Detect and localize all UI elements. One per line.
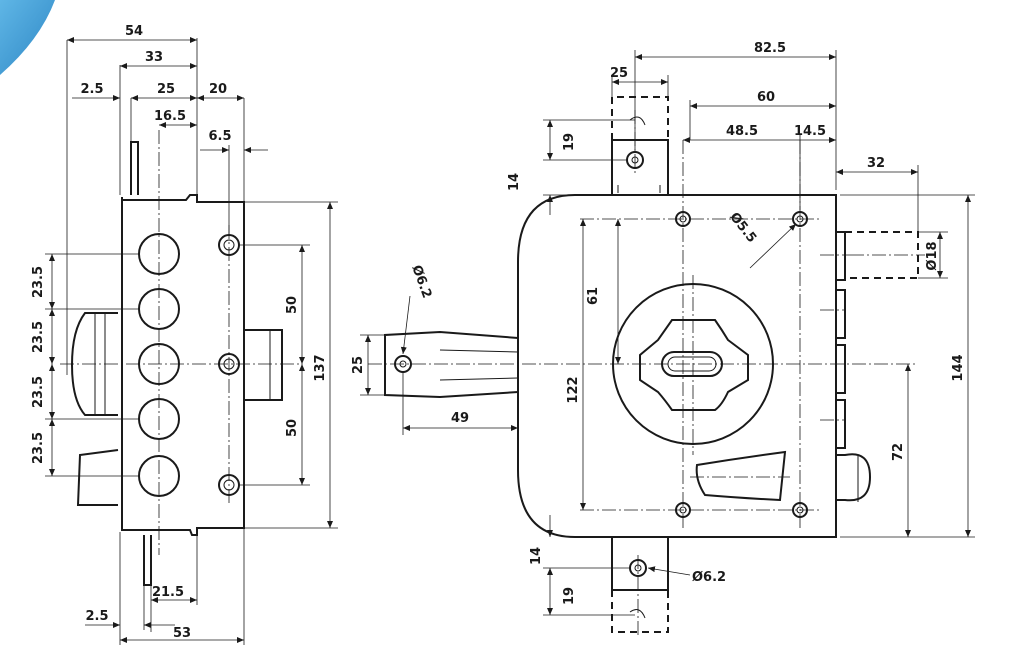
top-bolt-stem xyxy=(130,141,139,195)
dim-18: Ø18 xyxy=(925,241,940,270)
right-center-lines xyxy=(368,110,925,635)
leader-lines xyxy=(400,223,797,576)
dim-82-5: 82.5 xyxy=(754,41,786,56)
dim-48-5: 48.5 xyxy=(726,124,758,139)
dim-2-5-top: 2.5 xyxy=(80,82,103,97)
left-pitch-dimensions xyxy=(45,253,139,477)
dim-72: 72 xyxy=(891,443,906,461)
dim-14-top: 14 xyxy=(507,173,522,191)
dim-21-5: 21.5 xyxy=(152,585,184,600)
dim-49: 49 xyxy=(451,411,469,426)
dim-14-5: 14.5 xyxy=(794,124,826,139)
dim-23-5-b: 23.5 xyxy=(31,321,46,353)
right-dimension-labels: 82.5 60 48.5 14.5 25 19 14 14 19 Ø5.5 32… xyxy=(351,41,966,605)
dim-20: 20 xyxy=(209,82,227,97)
dim-50-lower: 50 xyxy=(285,419,300,437)
lever xyxy=(384,330,519,399)
dim-23-5-d: 23.5 xyxy=(31,432,46,464)
cylinder-projection xyxy=(244,329,283,401)
dim-53: 53 xyxy=(173,626,191,641)
dim-25-lever: 25 xyxy=(351,356,366,374)
dim-2-5-bottom: 2.5 xyxy=(85,609,108,624)
left-bottom-dimensions xyxy=(85,528,245,645)
lever-hole-label: Ø6.2 xyxy=(408,263,434,300)
dim-25-tab: 25 xyxy=(610,66,628,81)
dim-144: 144 xyxy=(951,354,966,381)
dim-61: 61 xyxy=(586,287,601,305)
latch-lever xyxy=(695,450,787,502)
right-top-dimensions xyxy=(611,50,837,210)
left-dimension-labels: 54 33 2.5 25 20 16.5 6.5 23.5 23.5 23.5 … xyxy=(31,24,328,641)
case-right-features xyxy=(836,231,872,502)
lever-stub xyxy=(76,449,119,506)
left-height-dimensions xyxy=(239,201,338,529)
dim-50-upper: 50 xyxy=(285,296,300,314)
dim-16-5: 16.5 xyxy=(154,109,186,124)
left-side-view: 54 33 2.5 25 20 16.5 6.5 23.5 23.5 23.5 … xyxy=(31,24,338,645)
dim-32: 32 xyxy=(867,156,885,171)
dim-19-bottom: 19 xyxy=(562,587,577,605)
lock-case-side xyxy=(121,194,245,536)
dim-14-bottom: 14 xyxy=(529,547,544,565)
dim-54: 54 xyxy=(125,24,143,39)
left-top-dimensions xyxy=(66,37,268,375)
right-tab-dimensions xyxy=(543,119,635,616)
bottom-mounting-tab xyxy=(611,537,669,633)
key-knob xyxy=(639,319,749,411)
dim-6-5: 6.5 xyxy=(208,129,231,144)
left-center-lines xyxy=(60,130,300,555)
knob xyxy=(70,312,118,416)
corner-accent xyxy=(0,0,55,75)
lock-case-front xyxy=(517,194,837,538)
right-inner-dimensions xyxy=(360,219,621,510)
right-front-view: 82.5 60 48.5 14.5 25 19 14 14 19 Ø5.5 32… xyxy=(351,41,975,635)
dim-23-5-c: 23.5 xyxy=(31,376,46,408)
dim-33: 33 xyxy=(145,50,163,65)
front-screw-holes xyxy=(675,211,808,518)
dim-122: 122 xyxy=(566,376,581,403)
dim-25-case: 25 xyxy=(157,82,175,97)
right-height-dimensions xyxy=(836,165,975,538)
dim-23-5-a: 23.5 xyxy=(31,266,46,298)
dim-137: 137 xyxy=(313,354,328,381)
bottom-hole-label: Ø6.2 xyxy=(692,570,726,585)
hole-label-5-5: Ø5.5 xyxy=(726,210,759,246)
bottom-bolt-stem xyxy=(143,535,152,586)
dim-19-top: 19 xyxy=(562,133,577,151)
dim-60: 60 xyxy=(757,90,775,105)
top-mounting-tab xyxy=(611,96,669,195)
